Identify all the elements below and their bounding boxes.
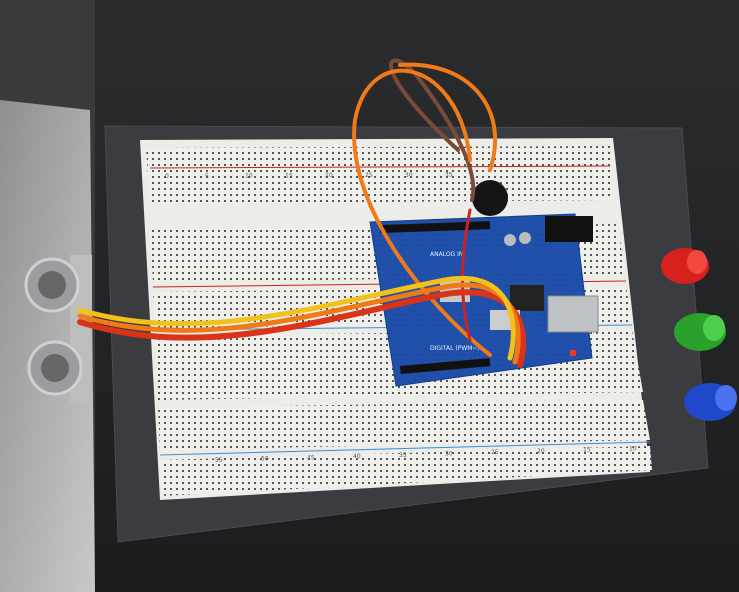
breadboard-column-number: 25 [365,172,373,179]
usb-chip [510,285,544,311]
digital-label: DIGITAL (PWM~) [430,345,480,352]
breadboard-column-number: 20 [537,448,545,455]
usb-port [547,295,599,333]
analog-header [399,358,491,374]
analog-in-label: ANALOG IN [430,251,463,258]
ultrasonic-sensor [24,255,92,403]
breadboard-column-number: 15 [285,172,293,179]
breadboard-column-number: 30 [445,451,453,458]
breadboard-column-number: 5 [205,173,209,180]
binding-posts [661,248,737,421]
breadboard-column-number: 30 [405,172,413,179]
breadboard-column-number: 35 [399,452,407,459]
digital-header [380,221,491,233]
dc-jack [545,216,593,242]
breadboard-column-number: 20 [325,172,333,179]
breadboard-column-number: 10 [629,445,637,452]
breadboard-column-number: 50 [261,456,269,463]
wire-brown [389,58,476,202]
breadboard-column-number: 35 [445,172,453,179]
breadboard-column-number: 40 [353,453,361,460]
wire-orange [352,68,492,357]
ribbon-cable [77,276,527,368]
breadboard-power-rail-bottom [160,446,652,496]
breadboard-column-number: 0 [165,173,169,180]
breadboard-column-number: 10 [245,173,253,180]
breadboard-column-number: 45 [307,454,315,461]
breadboard-column-number: 15 [583,447,591,454]
buzzer [472,180,508,216]
breadboard-column-number: 55 [215,457,223,464]
breadboard-top-section [146,146,612,204]
breadboard-column-number: 25 [491,449,499,456]
